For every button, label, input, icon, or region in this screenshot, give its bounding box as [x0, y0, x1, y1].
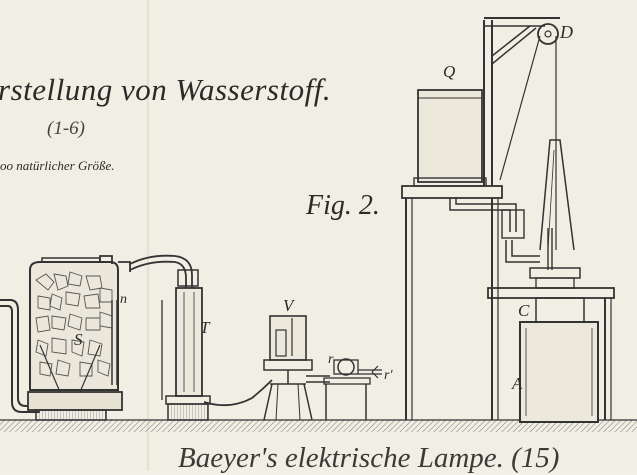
electrolysis-table	[487, 228, 615, 423]
plate-subtitle: (1-6)	[47, 118, 85, 139]
burner-pipe	[306, 358, 382, 420]
tube-to-vessel	[203, 379, 273, 407]
label-C: C	[518, 301, 530, 320]
gas-generator-vessel	[27, 257, 123, 421]
label-n: n	[120, 292, 127, 307]
left-pipe-loop	[0, 299, 40, 413]
plate-title: rstellung von Wasserstoff.	[0, 72, 332, 107]
connecting-tube	[99, 254, 193, 290]
label-r: r	[328, 352, 334, 367]
figure-caption: Baeyer's elektrische Lampe. (15)	[178, 442, 560, 474]
drying-tower	[161, 269, 211, 421]
label-D: D	[560, 22, 573, 42]
figure-label: Fig. 2.	[306, 190, 380, 221]
label-T: T	[200, 318, 210, 337]
label-Q: Q	[443, 62, 456, 81]
gallows-frame	[401, 17, 575, 420]
label-r-prime: r'	[384, 368, 393, 383]
vessel-stand	[263, 315, 313, 421]
label-S: S	[74, 330, 83, 349]
label-V: V	[283, 296, 294, 315]
scale-note: oo natürlicher Größe.	[0, 158, 115, 173]
label-A: A	[512, 374, 523, 393]
